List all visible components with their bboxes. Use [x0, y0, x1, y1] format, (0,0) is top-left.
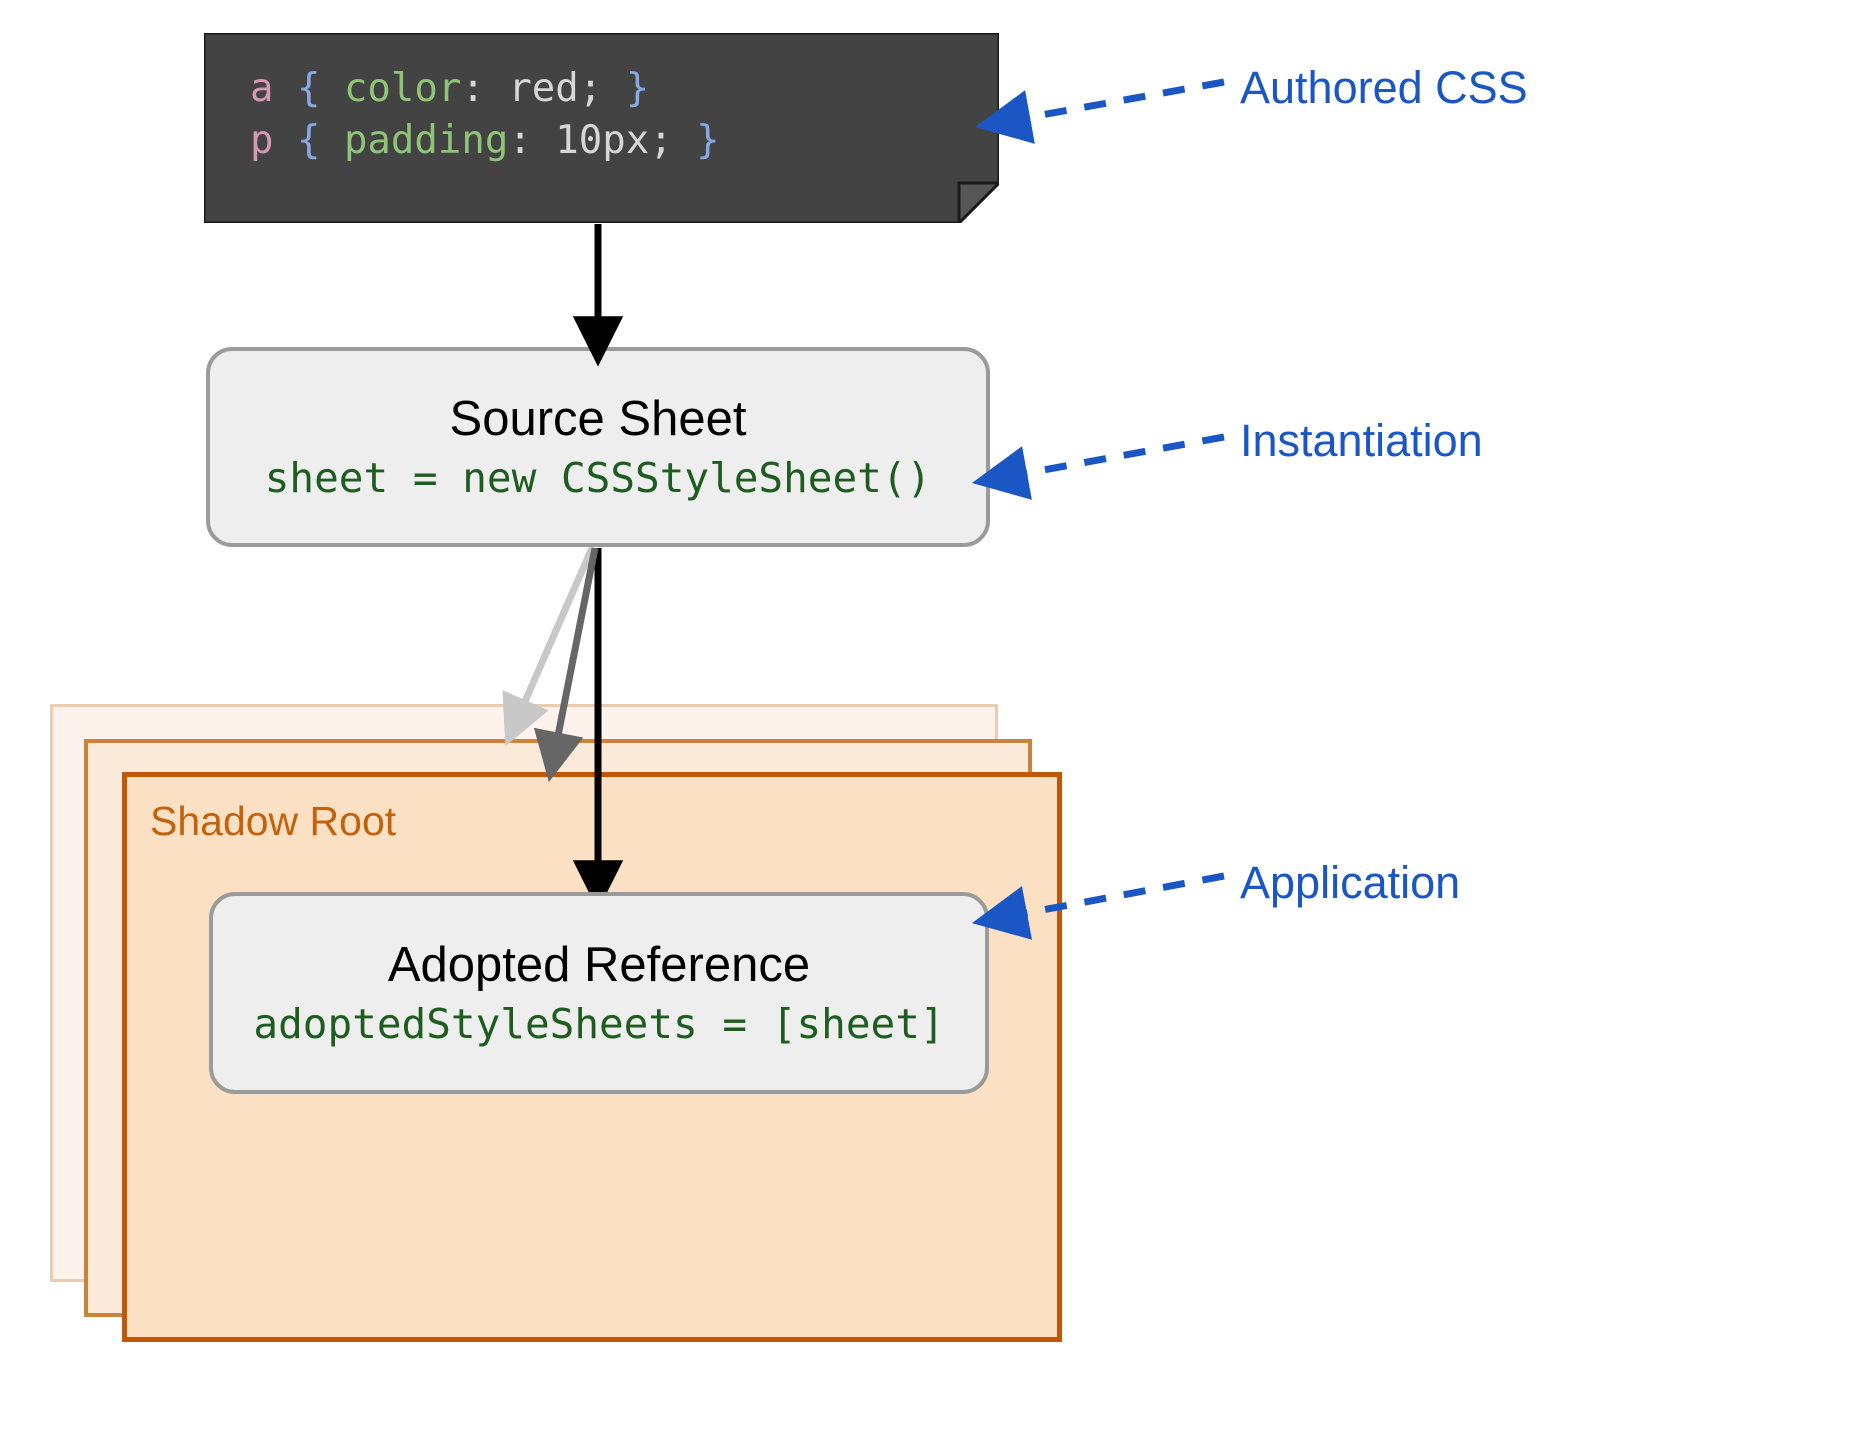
css-open-brace-2: {: [296, 118, 321, 163]
css-close-brace-2: }: [696, 118, 720, 163]
annotation-label-authored-css: Authored CSS: [1240, 62, 1528, 113]
css-colon-2: :: [508, 118, 532, 163]
css-colon-1: :: [461, 66, 485, 111]
adopted-reference-code: adoptedStyleSheets = [sheet]: [253, 999, 945, 1048]
adopted-reference-box: Adopted Reference adoptedStyleSheets = […: [209, 892, 989, 1094]
css-selector-p: p: [250, 118, 274, 163]
annotation-leader-instantiation: [971, 433, 1225, 500]
shadow-root-label: Shadow Root: [150, 798, 397, 844]
css-property-color: color: [343, 66, 462, 111]
annotation-label-application: Application: [1240, 857, 1461, 908]
css-selector-a: a: [250, 66, 274, 111]
css-close-brace-1: }: [625, 66, 650, 111]
source-sheet-box: Source Sheet sheet = new CSSStyleSheet(): [206, 347, 990, 547]
adopted-reference-title: Adopted Reference: [387, 938, 811, 993]
authored-css-code: a { color: red; } p { padding: 10px; }: [204, 33, 999, 223]
css-value-10px: 10px;: [555, 118, 673, 163]
annotation-leader-authored-css: [974, 78, 1225, 144]
code-card-text: a { color: red; } p { padding: 10px; }: [250, 63, 720, 167]
css-open-brace-1: {: [296, 66, 321, 111]
annotation-leader-application: [971, 872, 1225, 940]
source-sheet-code: sheet = new CSSStyleSheet(): [264, 453, 932, 502]
css-value-red: red;: [508, 66, 603, 111]
code-card-paper-shape: [204, 33, 999, 223]
source-sheet-title: Source Sheet: [449, 392, 747, 447]
annotation-label-instantiation: Instantiation: [1240, 415, 1483, 466]
css-property-padding: padding: [343, 118, 509, 163]
